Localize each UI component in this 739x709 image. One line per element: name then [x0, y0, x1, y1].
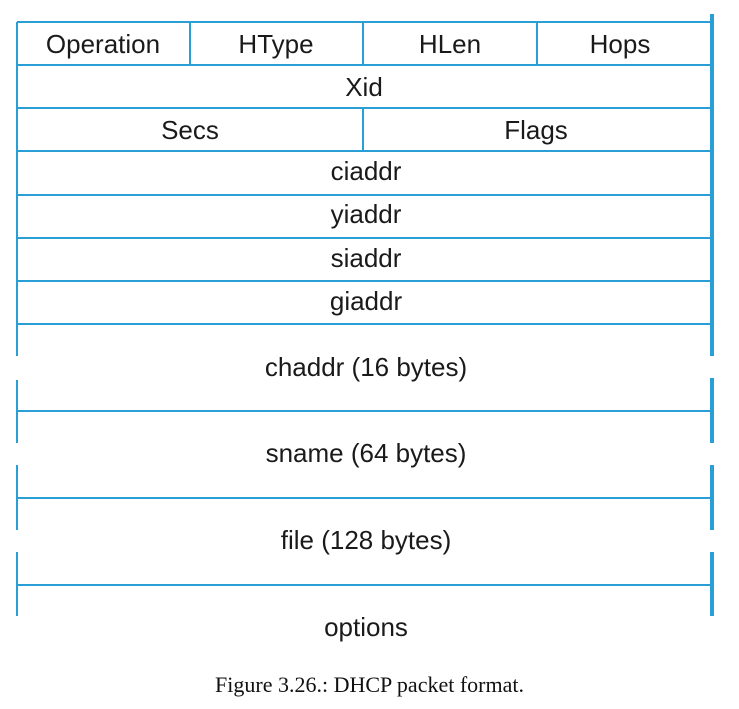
- field-labels: Operation HType HLen Hops Xid Secs Flags…: [46, 29, 650, 642]
- dhcp-packet-diagram: Operation HType HLen Hops Xid Secs Flags…: [16, 14, 714, 642]
- field-ciaddr: ciaddr: [331, 156, 402, 186]
- field-yiaddr: yiaddr: [331, 199, 402, 229]
- field-hlen: HLen: [419, 29, 481, 59]
- field-xid: Xid: [345, 72, 383, 102]
- field-options: options: [324, 612, 408, 642]
- field-secs: Secs: [161, 115, 219, 145]
- row-separators: [17, 64, 712, 586]
- field-giaddr: giaddr: [330, 286, 403, 316]
- field-hops: Hops: [590, 29, 651, 59]
- cell-dividers: [189, 22, 538, 151]
- field-file: file (128 bytes): [281, 525, 452, 555]
- field-siaddr: siaddr: [331, 243, 402, 273]
- field-chaddr: chaddr (16 bytes): [265, 352, 467, 382]
- field-operation: Operation: [46, 29, 160, 59]
- field-flags: Flags: [504, 115, 568, 145]
- figure-caption: Figure 3.26.: DHCP packet format.: [215, 672, 524, 697]
- field-htype: HType: [238, 29, 313, 59]
- field-sname: sname (64 bytes): [266, 438, 467, 468]
